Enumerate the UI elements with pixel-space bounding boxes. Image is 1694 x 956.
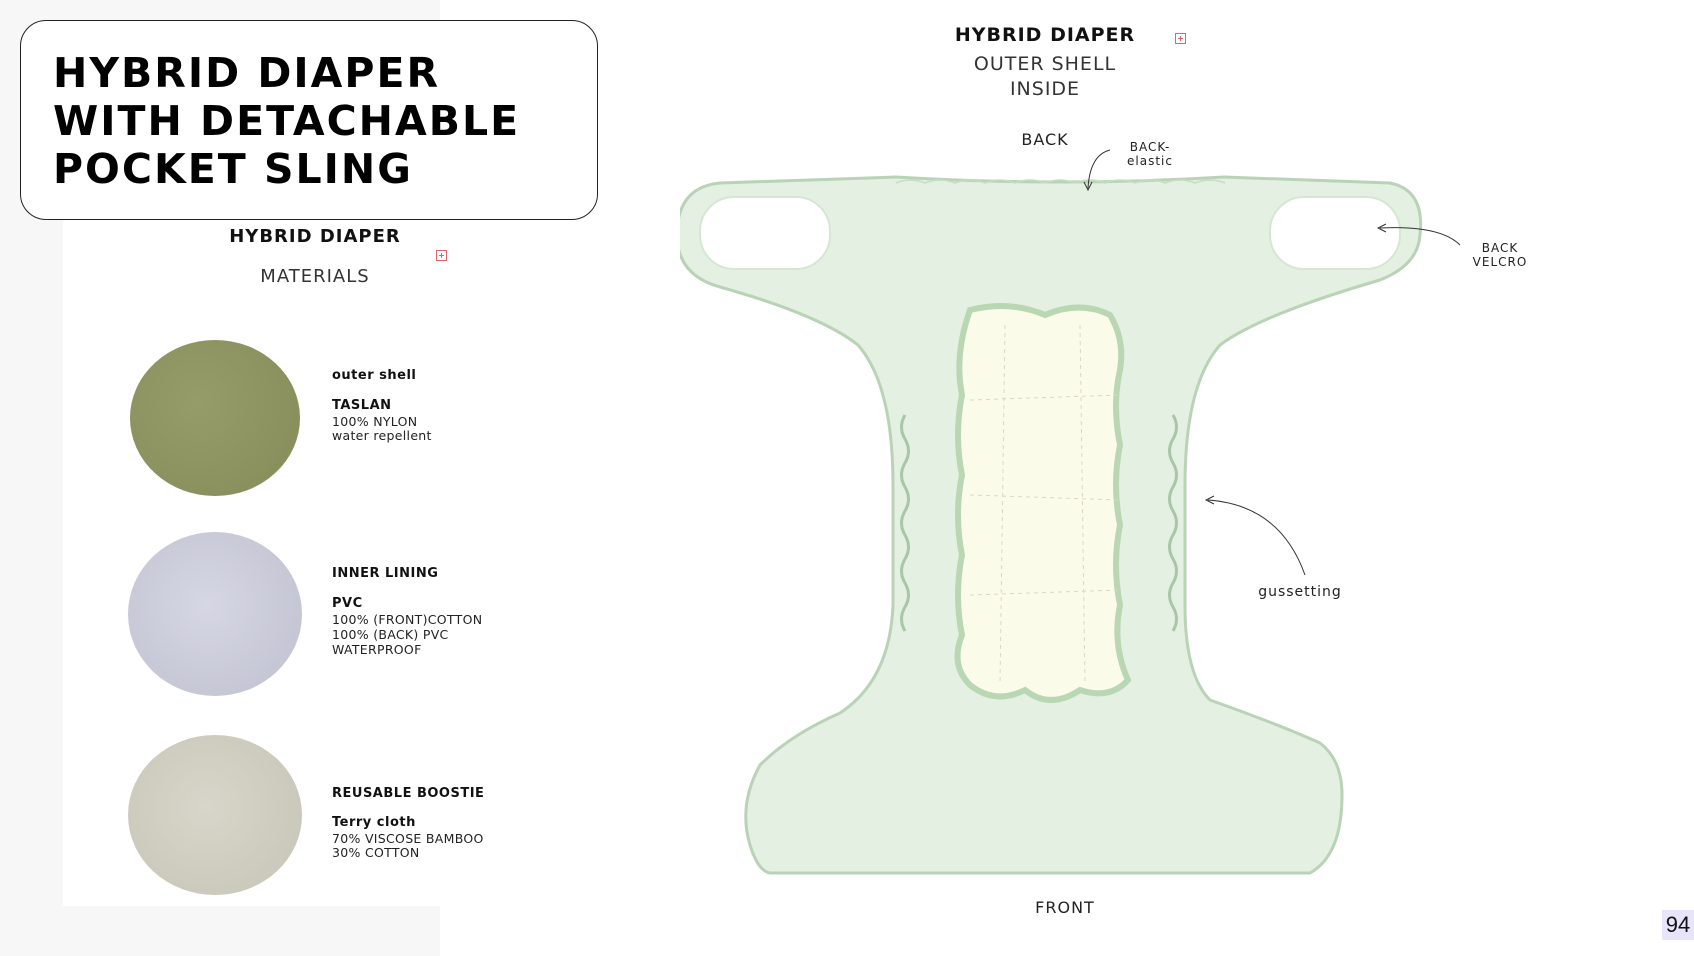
arrow-head <box>1204 495 1215 505</box>
label-front: FRONT <box>1035 898 1095 917</box>
page-number: 94 <box>1662 910 1694 940</box>
label-back: BACK <box>1021 130 1069 149</box>
materials-subheading: MATERIALS <box>260 266 370 287</box>
label-line: VELCRO <box>1472 255 1528 269</box>
swatch-outer-shell <box>130 340 300 496</box>
absorbent-pad <box>954 303 1132 703</box>
material-line: WATERPROOF <box>332 642 422 657</box>
pad-stitch <box>969 324 1121 686</box>
gusset-left <box>900 414 910 632</box>
label-line: elastic <box>1127 154 1173 168</box>
material-subtitle: TASLAN <box>332 398 392 413</box>
material-line: 100% (FRONT)COTTON <box>332 612 483 627</box>
swatch-inner-lining <box>128 532 302 696</box>
material-subtitle: Terry cloth <box>332 815 416 830</box>
velcro-tab-left <box>699 196 831 270</box>
material-line: 70% VISCOSE BAMBOO <box>332 831 484 846</box>
label-back-elastic: BACK- elastic <box>1110 140 1190 168</box>
material-title: INNER LINING <box>332 566 439 581</box>
arrow-back-velcro <box>1379 227 1461 246</box>
page-title: HYBRID DIAPER WITH DETACHABLE POCKET SLI… <box>53 49 521 193</box>
back-elastic <box>895 179 1226 184</box>
arrow-gussetting <box>1207 499 1306 576</box>
label-gussetting: gussetting <box>1258 584 1342 600</box>
label-back-velcro: BACK VELCRO <box>1460 241 1540 269</box>
diagram-subheading: OUTER SHELL <box>973 53 1117 75</box>
plus-icon[interactable] <box>436 250 447 261</box>
material-line: 100% (BACK) PVC <box>332 627 449 642</box>
material-line: 100% NYLON <box>332 414 418 429</box>
material-title: outer shell <box>332 368 417 383</box>
gusset-right <box>1168 414 1178 632</box>
diagram-heading: HYBRID DIAPER <box>954 24 1136 46</box>
material-subtitle: PVC <box>332 596 363 611</box>
material-line: 30% COTTON <box>332 845 420 860</box>
arrow-back-elastic <box>1087 149 1111 189</box>
materials-heading: HYBRID DIAPER <box>229 226 401 247</box>
label-line: BACK <box>1481 241 1519 255</box>
material-line: water repellent <box>332 428 432 443</box>
label-line: BACK- <box>1129 140 1171 154</box>
arrow-head <box>1083 181 1093 192</box>
material-title: REUSABLE BOOSTIE <box>332 786 485 801</box>
plus-icon[interactable] <box>1175 33 1186 44</box>
arrow-head <box>1376 223 1387 233</box>
diaper-illustration <box>680 175 1423 875</box>
diagram-subheading: INSIDE <box>1009 78 1081 100</box>
swatch-reusable-boostie <box>128 735 302 895</box>
title-box: HYBRID DIAPER WITH DETACHABLE POCKET SLI… <box>20 20 598 220</box>
velcro-tab-right <box>1269 196 1401 270</box>
